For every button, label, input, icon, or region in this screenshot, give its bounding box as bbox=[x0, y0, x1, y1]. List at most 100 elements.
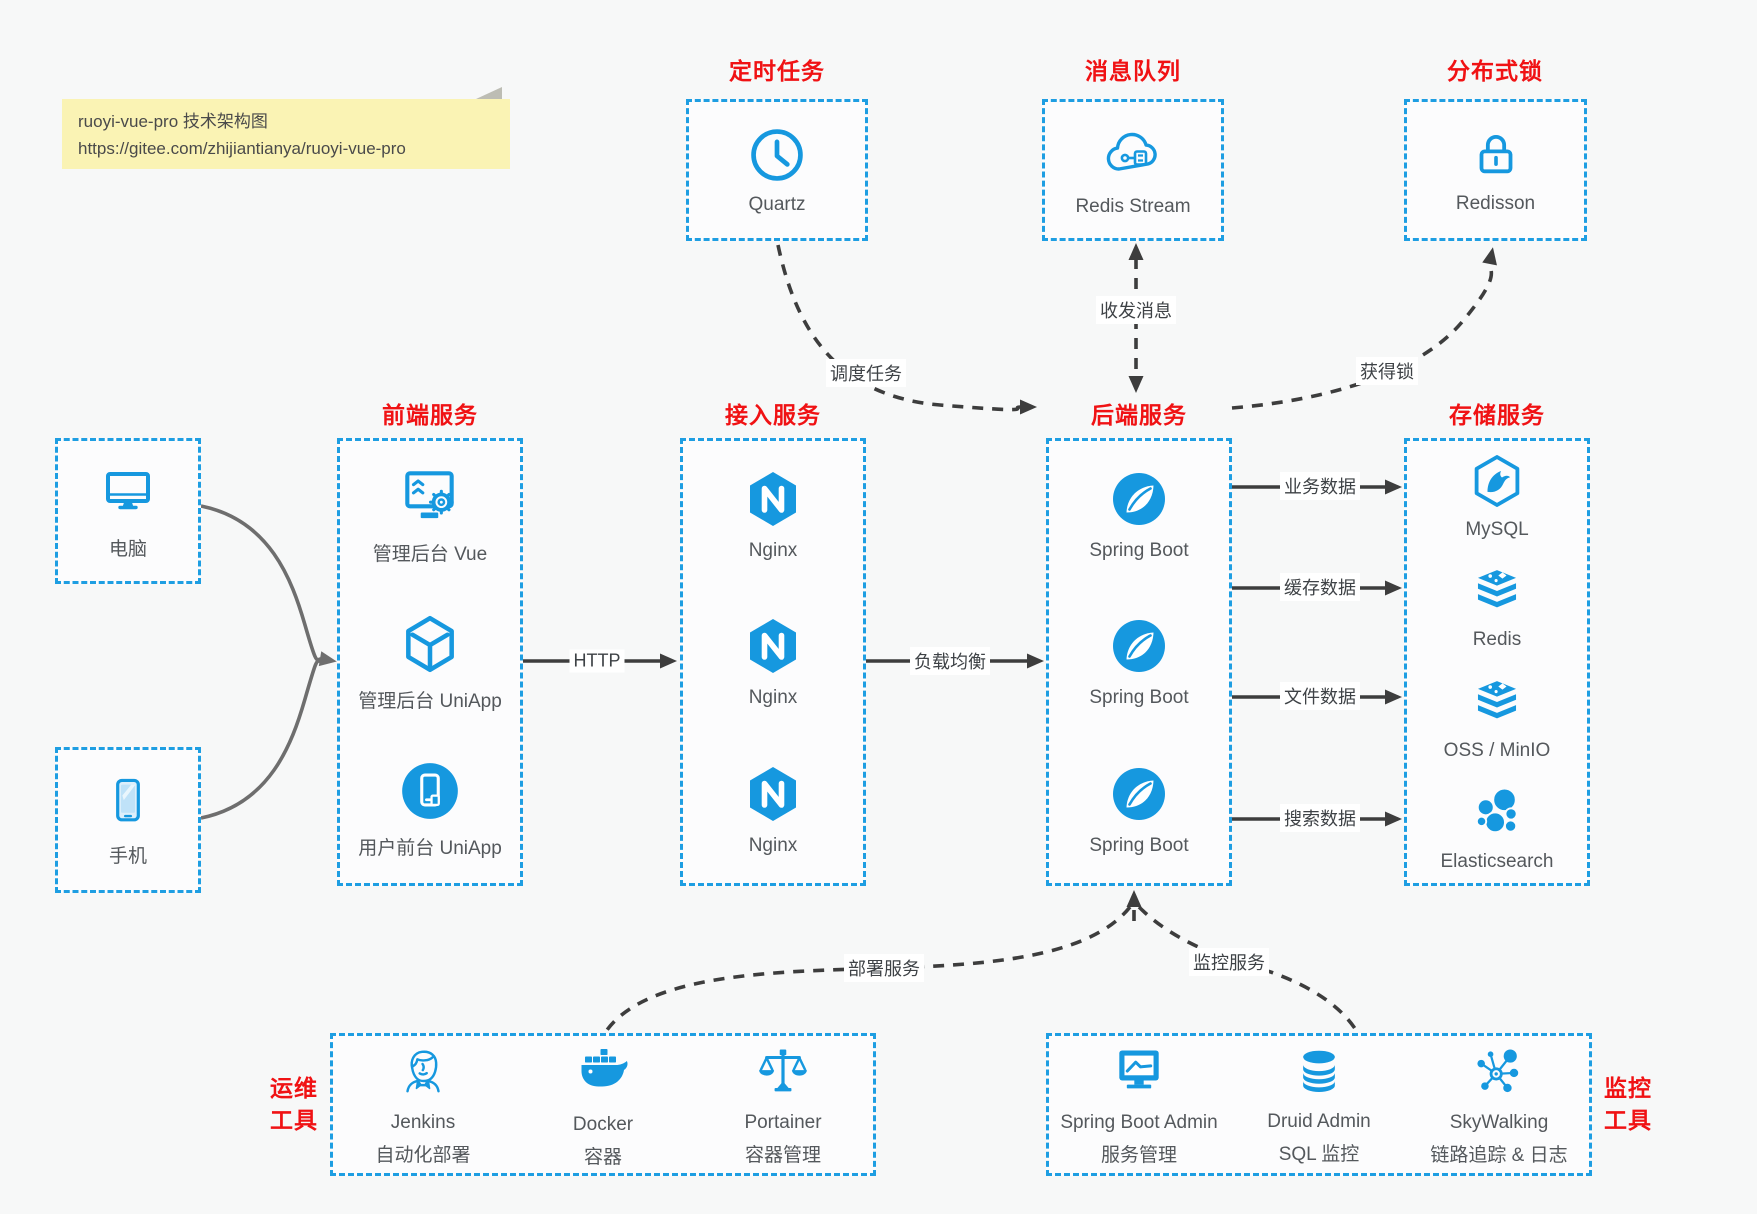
druid-name: Druid Admin bbox=[1267, 1110, 1371, 1132]
redis-label: Redis bbox=[1472, 629, 1522, 651]
title-distributed-lock: 分布式锁 bbox=[1447, 58, 1543, 84]
desktop-icon bbox=[96, 461, 160, 525]
edge-phone-to-frontend bbox=[200, 659, 323, 820]
redisson-box: Redisson bbox=[1404, 99, 1587, 241]
edge-label-load-balance: 负载均衡 bbox=[910, 647, 990, 675]
cloud-stream-icon bbox=[1101, 123, 1165, 187]
spring-boot-icon bbox=[1107, 614, 1171, 678]
backend-item-spring-1: Spring Boot bbox=[1049, 441, 1229, 588]
docker-name: Docker bbox=[572, 1113, 634, 1135]
sba-desc: 服务管理 bbox=[1100, 1144, 1177, 1166]
edge-label-deploy: 部署服务 bbox=[844, 954, 924, 982]
edge-label-business-data: 业务数据 bbox=[1280, 472, 1360, 500]
portainer-desc: 容器管理 bbox=[744, 1144, 821, 1166]
storage-item-elasticsearch: Elasticsearch bbox=[1407, 773, 1587, 884]
ops-item-jenkins: Jenkins 自动化部署 bbox=[333, 1036, 513, 1173]
edge-pc-to-frontend bbox=[200, 504, 337, 667]
storage-item-redis: Redis bbox=[1407, 552, 1587, 663]
mysql-icon bbox=[1468, 452, 1526, 510]
phone-client-box: 手机 bbox=[55, 747, 201, 893]
quartz-box: Quartz bbox=[686, 99, 868, 241]
gateway-box: Nginx Nginx Nginx bbox=[680, 438, 866, 886]
title-scheduled-tasks: 定时任务 bbox=[729, 58, 825, 84]
oss-stack-icon bbox=[1468, 673, 1526, 731]
nginx-icon bbox=[741, 762, 805, 826]
clock-icon bbox=[747, 125, 807, 185]
sba-name: Spring Boot Admin bbox=[1060, 1111, 1218, 1133]
nginx-icon bbox=[741, 614, 805, 678]
admin-vue-icon bbox=[397, 464, 463, 530]
docker-icon bbox=[571, 1040, 635, 1104]
lock-icon bbox=[1467, 126, 1525, 184]
frontend-item-user-uniapp: 用户前台 UniApp bbox=[340, 736, 520, 883]
gateway-item-nginx-3: Nginx bbox=[683, 736, 863, 883]
docker-desc: 容器 bbox=[583, 1146, 622, 1168]
note-url: https://gitee.com/zhijiantianya/ruoyi-vu… bbox=[78, 139, 406, 159]
edge-label-file-data: 文件数据 bbox=[1280, 682, 1360, 710]
frontend-item-admin-vue: 管理后台 Vue bbox=[340, 441, 520, 588]
portainer-icon bbox=[753, 1042, 813, 1102]
elasticsearch-label: Elasticsearch bbox=[1440, 851, 1554, 873]
edge-label-lock: 获得锁 bbox=[1356, 357, 1418, 385]
edge-label-schedule: 调度任务 bbox=[826, 359, 906, 387]
note-fold-corner bbox=[476, 87, 502, 99]
phone-label: 手机 bbox=[108, 846, 147, 867]
nginx-label: Nginx bbox=[748, 687, 798, 709]
redisson-label: Redisson bbox=[1455, 192, 1536, 214]
spring-boot-label: Spring Boot bbox=[1089, 540, 1189, 562]
gateway-item-nginx-1: Nginx bbox=[683, 441, 863, 588]
skywalking-desc: 链路追踪 & 日志 bbox=[1430, 1144, 1568, 1166]
spring-boot-label: Spring Boot bbox=[1089, 687, 1189, 709]
smartphone-icon bbox=[98, 772, 158, 832]
elasticsearch-icon bbox=[1467, 782, 1527, 842]
user-app-icon bbox=[397, 758, 463, 824]
redis-stack-icon bbox=[1468, 562, 1526, 620]
portainer-name: Portainer bbox=[744, 1111, 822, 1133]
nginx-label: Nginx bbox=[748, 540, 798, 562]
backend-item-spring-3: Spring Boot bbox=[1049, 736, 1229, 883]
redis-stream-label: Redis Stream bbox=[1075, 195, 1191, 217]
nginx-icon bbox=[741, 467, 805, 531]
spring-boot-label: Spring Boot bbox=[1089, 834, 1189, 856]
monitoring-item-druid: Druid Admin SQL 监控 bbox=[1229, 1036, 1409, 1173]
frontend-item-admin-uniapp: 管理后台 UniApp bbox=[340, 588, 520, 735]
monitoring-item-sba: Spring Boot Admin 服务管理 bbox=[1049, 1036, 1229, 1173]
edge-label-http: HTTP bbox=[569, 649, 625, 673]
oss-minio-label: OSS / MinIO bbox=[1443, 739, 1551, 761]
storage-item-mysql: MySQL bbox=[1407, 441, 1587, 552]
ops-item-docker: Docker 容器 bbox=[513, 1036, 693, 1173]
backend-box: Spring Boot Spring Boot Spring Boot bbox=[1046, 438, 1232, 886]
backend-item-spring-2: Spring Boot bbox=[1049, 588, 1229, 735]
mysql-label: MySQL bbox=[1465, 518, 1529, 540]
ops-tools-box: Jenkins 自动化部署 Docker 容器 Portainer 容器管理 bbox=[330, 1033, 876, 1176]
edge-label-cache-data: 缓存数据 bbox=[1280, 573, 1360, 601]
title-message-queue: 消息队列 bbox=[1085, 58, 1181, 84]
ops-tools-title: 运维 工具 bbox=[270, 1075, 318, 1134]
spring-boot-admin-icon bbox=[1109, 1042, 1169, 1102]
edge-lock bbox=[1231, 247, 1497, 410]
monitoring-tools-title: 监控 工具 bbox=[1604, 1075, 1652, 1134]
title-frontend: 前端服务 bbox=[382, 402, 478, 428]
uniapp-cube-icon bbox=[397, 611, 463, 677]
edge-label-messaging: 收发消息 bbox=[1096, 296, 1176, 324]
quartz-label: Quartz bbox=[748, 193, 806, 215]
druid-desc: SQL 监控 bbox=[1278, 1143, 1360, 1165]
skywalking-name: SkyWalking bbox=[1449, 1111, 1549, 1133]
jenkins-desc: 自动化部署 bbox=[375, 1144, 471, 1166]
ops-item-portainer: Portainer 容器管理 bbox=[693, 1036, 873, 1173]
monitoring-tools-box: Spring Boot Admin 服务管理 Druid Admin SQL 监… bbox=[1046, 1033, 1592, 1176]
frontend-box: 管理后台 Vue 管理后台 UniApp 用户前台 UniApp bbox=[337, 438, 523, 886]
edge-deploy-curve bbox=[605, 905, 1132, 1032]
nginx-label: Nginx bbox=[748, 834, 798, 856]
note-title: ruoyi-vue-pro 技术架构图 bbox=[78, 112, 268, 131]
user-uniapp-label: 用户前台 UniApp bbox=[358, 838, 502, 860]
storage-item-oss-minio: OSS / MinIO bbox=[1407, 662, 1587, 773]
title-storage: 存储服务 bbox=[1449, 402, 1545, 428]
pc-client-box: 电脑 bbox=[55, 438, 201, 584]
monitoring-item-skywalking: SkyWalking 链路追踪 & 日志 bbox=[1409, 1036, 1589, 1173]
redis-stream-box: Redis Stream bbox=[1042, 99, 1224, 241]
druid-icon bbox=[1290, 1043, 1348, 1101]
jenkins-name: Jenkins bbox=[390, 1111, 456, 1133]
admin-uniapp-label: 管理后台 UniApp bbox=[358, 690, 502, 712]
